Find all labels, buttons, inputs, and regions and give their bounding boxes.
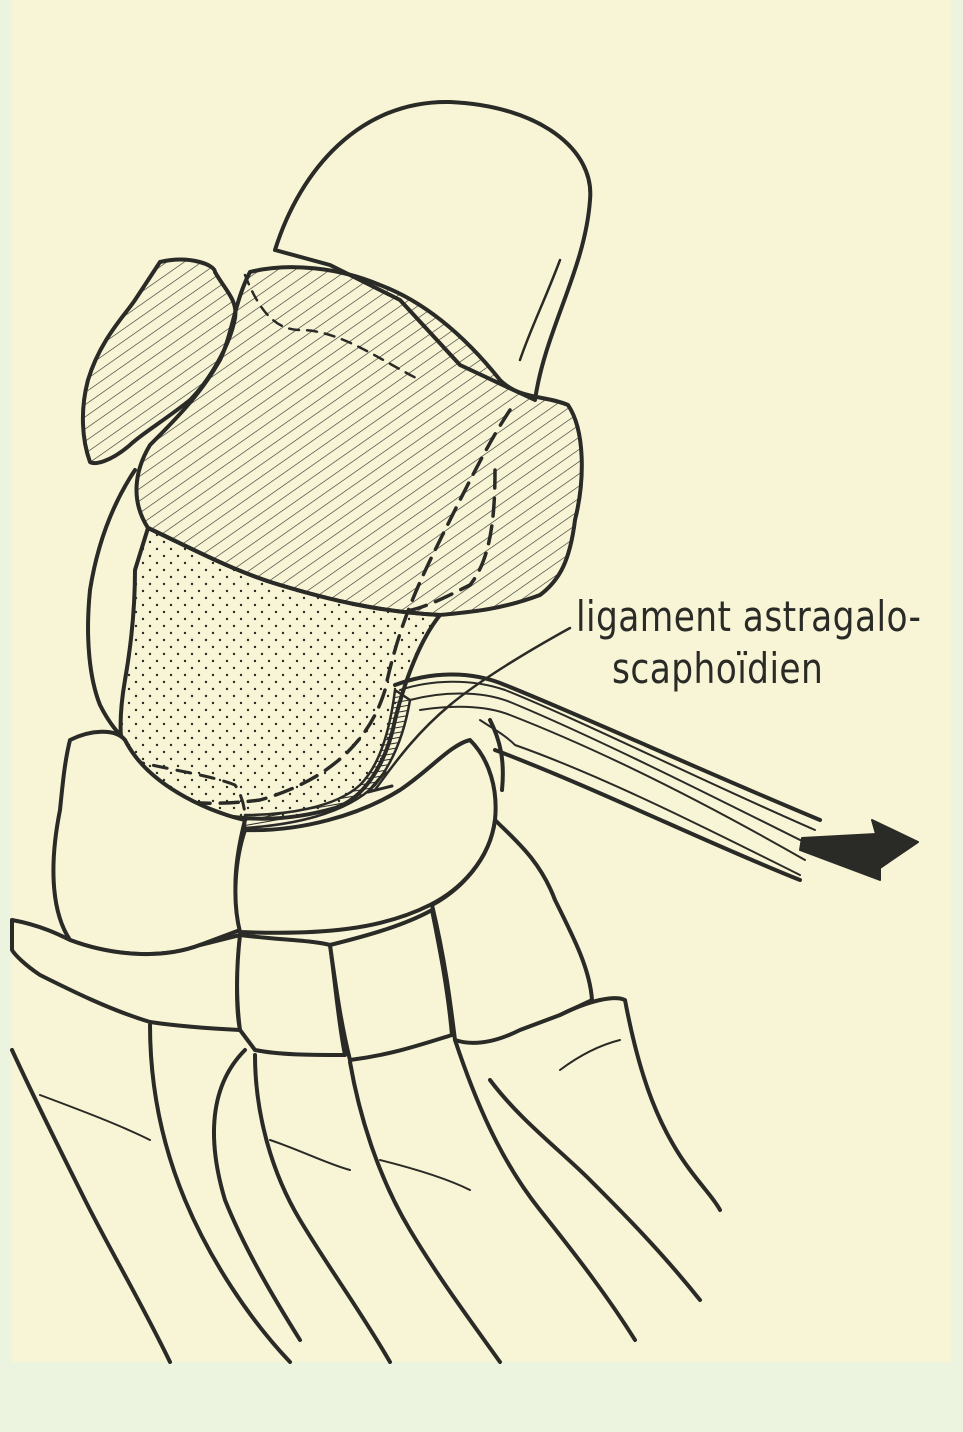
metatarsal-1b — [150, 1025, 290, 1362]
metatarsal-4 — [560, 998, 720, 1210]
metatarsal-2a — [255, 1055, 390, 1362]
annotation-line-2: scaphoïdien — [612, 648, 924, 690]
direction-arrow — [800, 820, 918, 880]
metatarsal-2b — [350, 1062, 500, 1362]
metatarsal-edge — [40, 1040, 620, 1190]
metatarsal-3a — [455, 1040, 635, 1340]
cuneiform-1 — [237, 935, 345, 1055]
metatarsal-5 — [490, 1080, 700, 1300]
metatarsal-1 — [12, 1050, 170, 1362]
annotation-line-1: ligament astragalo- — [576, 596, 888, 638]
cuneiform-2 — [330, 910, 452, 1060]
